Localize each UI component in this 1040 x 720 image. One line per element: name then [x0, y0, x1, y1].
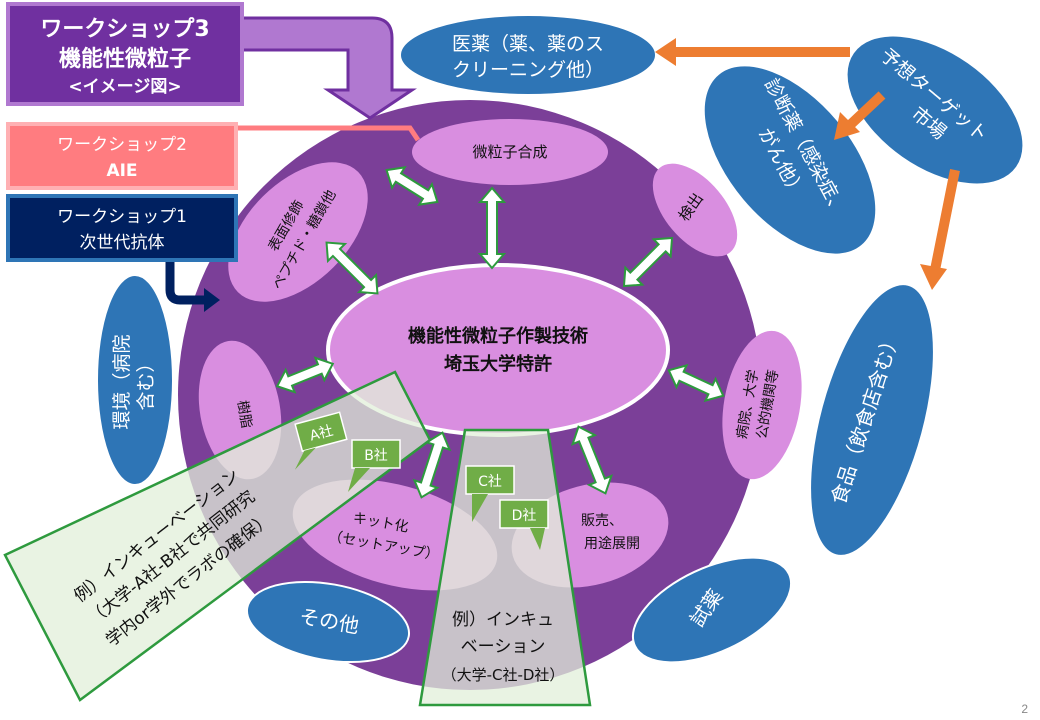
example-bottom-panel	[418, 428, 592, 707]
center-subtitle: 埼玉大学特許	[444, 353, 552, 375]
example-bottom-line3: （大学-C社-D社）	[442, 666, 565, 684]
environment-line1: 環境（病院	[111, 334, 133, 429]
arrow-to-diagnostic	[834, 91, 886, 140]
company-b-label: B社	[364, 448, 388, 464]
company-d-label: D社	[512, 508, 537, 524]
environment-node	[96, 274, 174, 486]
company-c-label: C社	[478, 474, 502, 490]
arrow-center-kit	[412, 431, 452, 499]
food-node	[809, 283, 935, 557]
resin-label: 樹脂	[234, 399, 255, 429]
workshop3-line2: 機能性微粒子	[59, 46, 191, 72]
surface-node	[228, 162, 368, 302]
arrow-to-medicine	[655, 38, 850, 66]
sales-label-line2: 用途展開	[584, 535, 640, 552]
arrow-to-food	[920, 169, 960, 290]
workshop1-box: ワークショップ1 次世代抗体	[6, 194, 238, 262]
workshop2-box: ワークショップ2 AIE	[6, 122, 238, 190]
ws1-connector-arrow	[165, 258, 220, 312]
workshop3-box: ワークショップ3 機能性微粒子 <イメージ図>	[6, 2, 244, 106]
arrow-center-synthesis	[477, 186, 507, 270]
example-left-panel	[3, 370, 432, 702]
arrow-center-surface	[325, 241, 379, 295]
reagent-node	[631, 556, 793, 664]
arrow-center-resin	[275, 356, 335, 394]
medicine-node	[399, 14, 657, 96]
orange-arrows	[655, 38, 960, 290]
company-a-label: A社	[308, 423, 335, 445]
target-market-node	[845, 34, 1025, 186]
hospital-node	[722, 330, 802, 480]
other-node	[245, 580, 411, 664]
sales-label-line1: 販売、	[581, 513, 623, 529]
arrow-center-detection	[622, 236, 674, 288]
center-title: 機能性微粒子作製技術	[408, 325, 588, 347]
medicine-line2: クリーニング他）	[452, 59, 604, 81]
arrow-synthesis-surface	[385, 166, 439, 206]
workshop1-line2: 次世代抗体	[80, 233, 165, 253]
diagnostic-node	[702, 64, 878, 256]
page-number: 2	[1021, 702, 1028, 716]
environment-line2: 含む）	[135, 353, 157, 410]
company-b-callout: B社	[348, 439, 401, 492]
workshop2-line1: ワークショップ2	[57, 135, 187, 155]
medicine-line1: 医薬（薬、薬のス	[452, 33, 604, 55]
link-arrows	[275, 166, 725, 499]
synthesis-node	[412, 119, 608, 185]
arrow-center-hospital	[667, 363, 725, 403]
workshop2-line2: AIE	[106, 161, 137, 181]
example-bottom-line2: ベーション	[461, 637, 546, 657]
workshop3-line1: ワークショップ3	[40, 17, 209, 42]
example-bottom-line1: 例）インキュ	[452, 610, 554, 630]
workshop1-line1: ワークショップ1	[57, 207, 187, 227]
ws2-connector-line	[235, 125, 421, 142]
company-c-callout: C社	[465, 465, 515, 522]
company-d-callout: D社	[499, 499, 549, 550]
ws3-connector-arrow	[238, 16, 417, 120]
synthesis-label: 微粒子合成	[472, 143, 547, 161]
arrow-center-sales	[570, 425, 614, 495]
workshop3-line3: <イメージ図>	[68, 77, 181, 97]
detection-node	[652, 163, 738, 257]
